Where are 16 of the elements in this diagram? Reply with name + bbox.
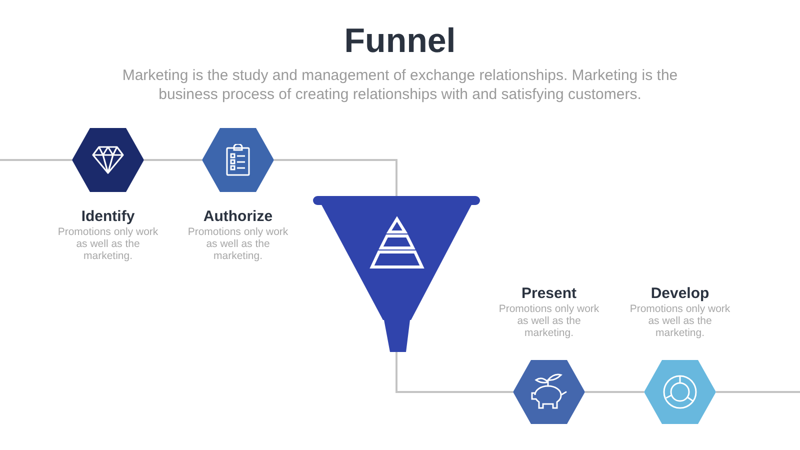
step-title: Identify: [80, 208, 136, 225]
step-title: Authorize: [202, 208, 274, 225]
step-title: Present: [520, 285, 578, 302]
title: Funnel: [343, 22, 457, 61]
step-description: Promotions only work as well as the marketing.: [628, 303, 732, 339]
connector-line: [585, 391, 644, 393]
step-description: Promotions only work as well as the marketing.: [186, 226, 290, 262]
step-description: Promotions only work as well as the marketing.: [498, 303, 600, 339]
connector-line: [0, 159, 72, 161]
step-description: Promotions only work as well as the marketing.: [56, 226, 160, 262]
connector-line: [396, 352, 513, 393]
connector-line: [274, 159, 398, 196]
connector-line: [716, 391, 800, 393]
connector-line: [144, 159, 202, 161]
step-title: Develop: [650, 285, 710, 302]
subtitle: Marketing is the study and management of exchange relationships. Marketing is the business process of creating relationships with and satisfying customers.: [121, 66, 679, 104]
